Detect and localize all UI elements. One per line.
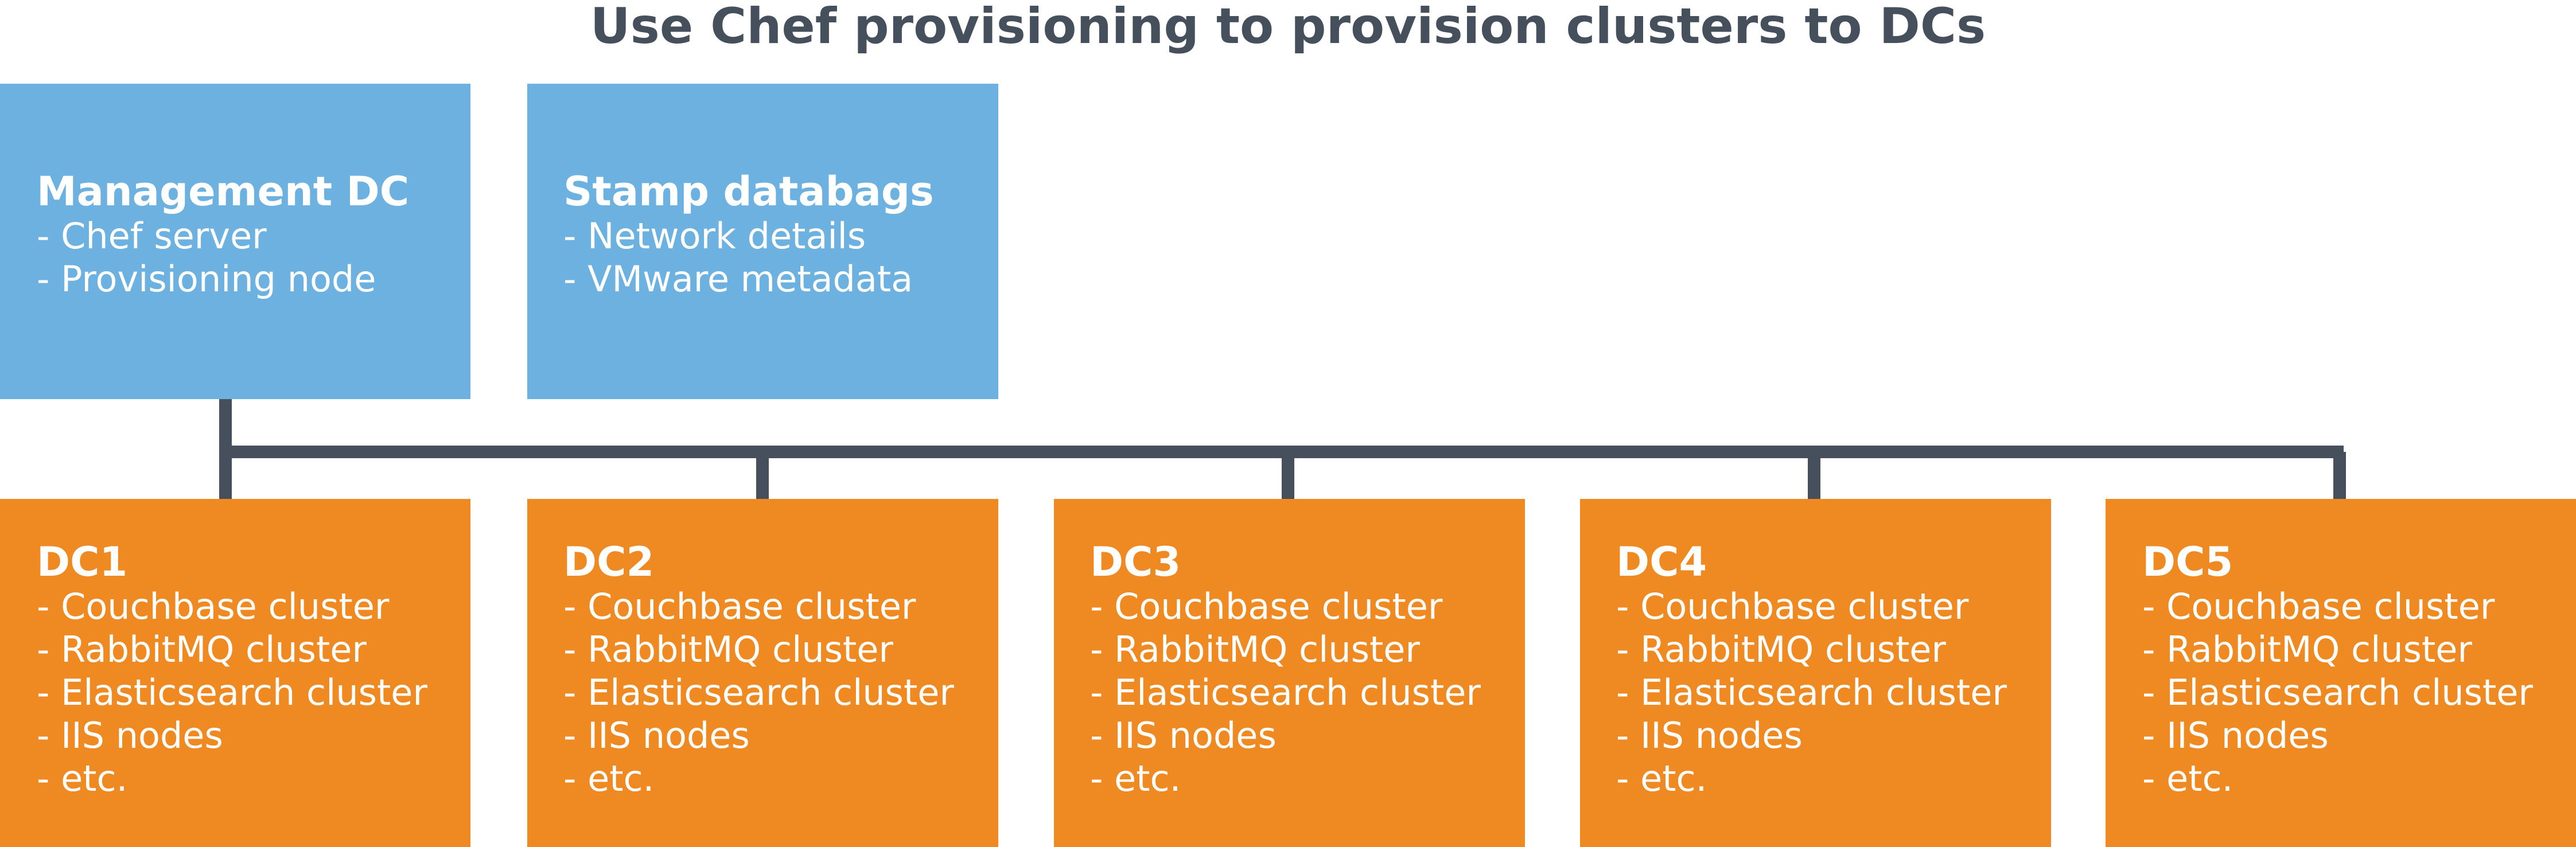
box-line: - etc. (2142, 758, 2233, 799)
box-line: - Elasticsearch cluster (2142, 672, 2533, 713)
box-line: - Couchbase cluster (1616, 586, 1969, 627)
box-line: - etc. (1090, 758, 1181, 799)
box-line: - Network details (563, 215, 866, 257)
box-line: - VMware metadata (563, 258, 913, 300)
box-line: - IIS nodes (2142, 715, 2329, 756)
box-line: - IIS nodes (1090, 715, 1277, 756)
box-line: - RabbitMQ cluster (2142, 629, 2472, 670)
box-line: - Elasticsearch cluster (1090, 672, 1481, 713)
box-heading: DC3 (1090, 538, 1181, 586)
box-line: - Elasticsearch cluster (563, 672, 954, 713)
diagram-title: Use Chef provisioning to provision clust… (590, 0, 1986, 55)
box-line: - Couchbase cluster (37, 586, 390, 627)
stamp-databags-box: Stamp databags - Network details - VMwar… (527, 84, 998, 399)
box-line: - etc. (37, 758, 128, 799)
box-line: - RabbitMQ cluster (1616, 629, 1946, 670)
box-heading: Management DC (37, 168, 410, 215)
box-heading: DC1 (37, 538, 128, 586)
box-line: - etc. (563, 758, 655, 799)
dc2-box: DC2 - Couchbase cluster - RabbitMQ clust… (527, 499, 998, 847)
box-line: - IIS nodes (1616, 715, 1803, 756)
box-line: - IIS nodes (37, 715, 223, 756)
box-heading: DC2 (563, 538, 655, 586)
management-dc-box: Management DC - Chef server - Provisioni… (0, 84, 470, 399)
box-heading: DC5 (2142, 538, 2233, 586)
box-line: - Couchbase cluster (563, 586, 916, 627)
dc3-box: DC3 - Couchbase cluster - RabbitMQ clust… (1054, 499, 1525, 847)
box-line: - RabbitMQ cluster (563, 629, 893, 670)
box-line: - RabbitMQ cluster (1090, 629, 1420, 670)
dc5-box: DC5 - Couchbase cluster - RabbitMQ clust… (2106, 499, 2576, 847)
box-line: - Couchbase cluster (2142, 586, 2495, 627)
box-line: - etc. (1616, 758, 1707, 799)
box-heading: DC4 (1616, 538, 1707, 586)
box-line: - Provisioning node (37, 258, 376, 300)
box-line: - Elasticsearch cluster (1616, 672, 2007, 713)
dc4-box: DC4 - Couchbase cluster - RabbitMQ clust… (1580, 499, 2051, 847)
dc1-box: DC1 - Couchbase cluster - RabbitMQ clust… (0, 499, 470, 847)
box-line: - Elasticsearch cluster (37, 672, 427, 713)
box-heading: Stamp databags (563, 168, 934, 215)
box-line: - Couchbase cluster (1090, 586, 1443, 627)
box-line: - IIS nodes (563, 715, 750, 756)
box-line: - Chef server (37, 215, 267, 257)
box-line: - RabbitMQ cluster (37, 629, 367, 670)
